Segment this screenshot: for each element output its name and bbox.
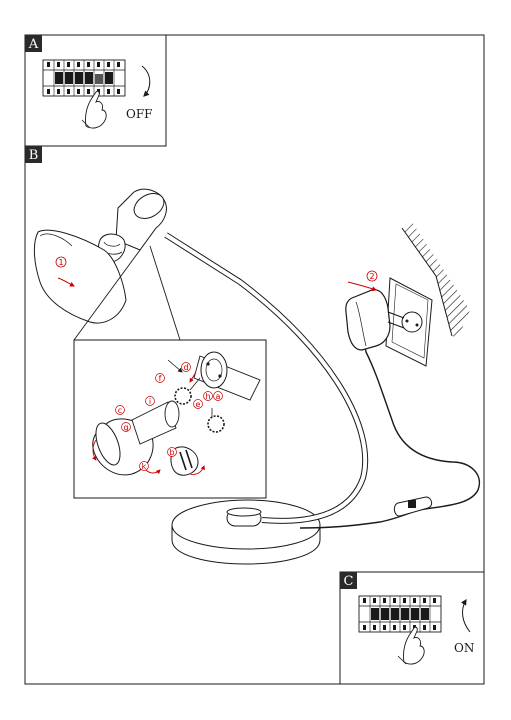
callout-1: 1 (58, 258, 63, 267)
panel-b-label: B (29, 148, 39, 163)
plug-in-arrow (347, 281, 377, 292)
panel-c-label: C (344, 574, 354, 589)
callout-k: k (142, 462, 147, 471)
callout-f: f (159, 374, 162, 383)
callout-b: b (169, 448, 174, 457)
outer-frame (24, 34, 485, 685)
panel-a-frame (24, 34, 167, 147)
power-cable (299, 341, 481, 529)
zoom-leader-left (73, 249, 141, 341)
hand-icon (403, 626, 425, 665)
detail-nut-lower (207, 415, 225, 433)
panel-b-badge (25, 146, 42, 163)
panel-c-badge (340, 572, 357, 589)
rotate-arrow-icon (460, 598, 471, 633)
callout-h: h (205, 392, 210, 401)
panel-c-on-label: ON (454, 641, 474, 655)
detail-callouts: d f h a e c i g b k (115, 362, 223, 471)
panel-a-off-label: OFF (126, 107, 153, 121)
panel-c: C (339, 571, 485, 685)
callout-i: i (149, 397, 151, 406)
circuit-breaker-icon (358, 595, 442, 633)
callout-d: d (183, 363, 188, 372)
panel-a: A (24, 34, 167, 147)
circuit-breaker-icon (42, 59, 126, 97)
panel-b: B 1 (25, 146, 481, 565)
callout-c: c (118, 406, 122, 415)
callout-g: g (123, 423, 128, 432)
plug-adapter-icon (345, 289, 391, 351)
wall-hatch (402, 222, 470, 338)
callout-a: a (216, 392, 221, 401)
hand-icon (85, 90, 107, 129)
shade-rotate-arrow (57, 277, 75, 287)
desk-lamp-icon (33, 188, 369, 565)
callout-2: 2 (369, 272, 374, 281)
panel-a-badge (25, 35, 42, 52)
lamp-base (171, 499, 321, 565)
exploded-detail: d f h a e c i g b k (73, 339, 267, 499)
detail-nut-upper (174, 387, 192, 405)
panel-a-label: A (28, 37, 39, 52)
callout-e: e (196, 400, 201, 409)
detail-head-cylinder (200, 351, 228, 389)
rotate-arrow-icon (141, 65, 151, 97)
zoom-leader-right (149, 245, 181, 341)
